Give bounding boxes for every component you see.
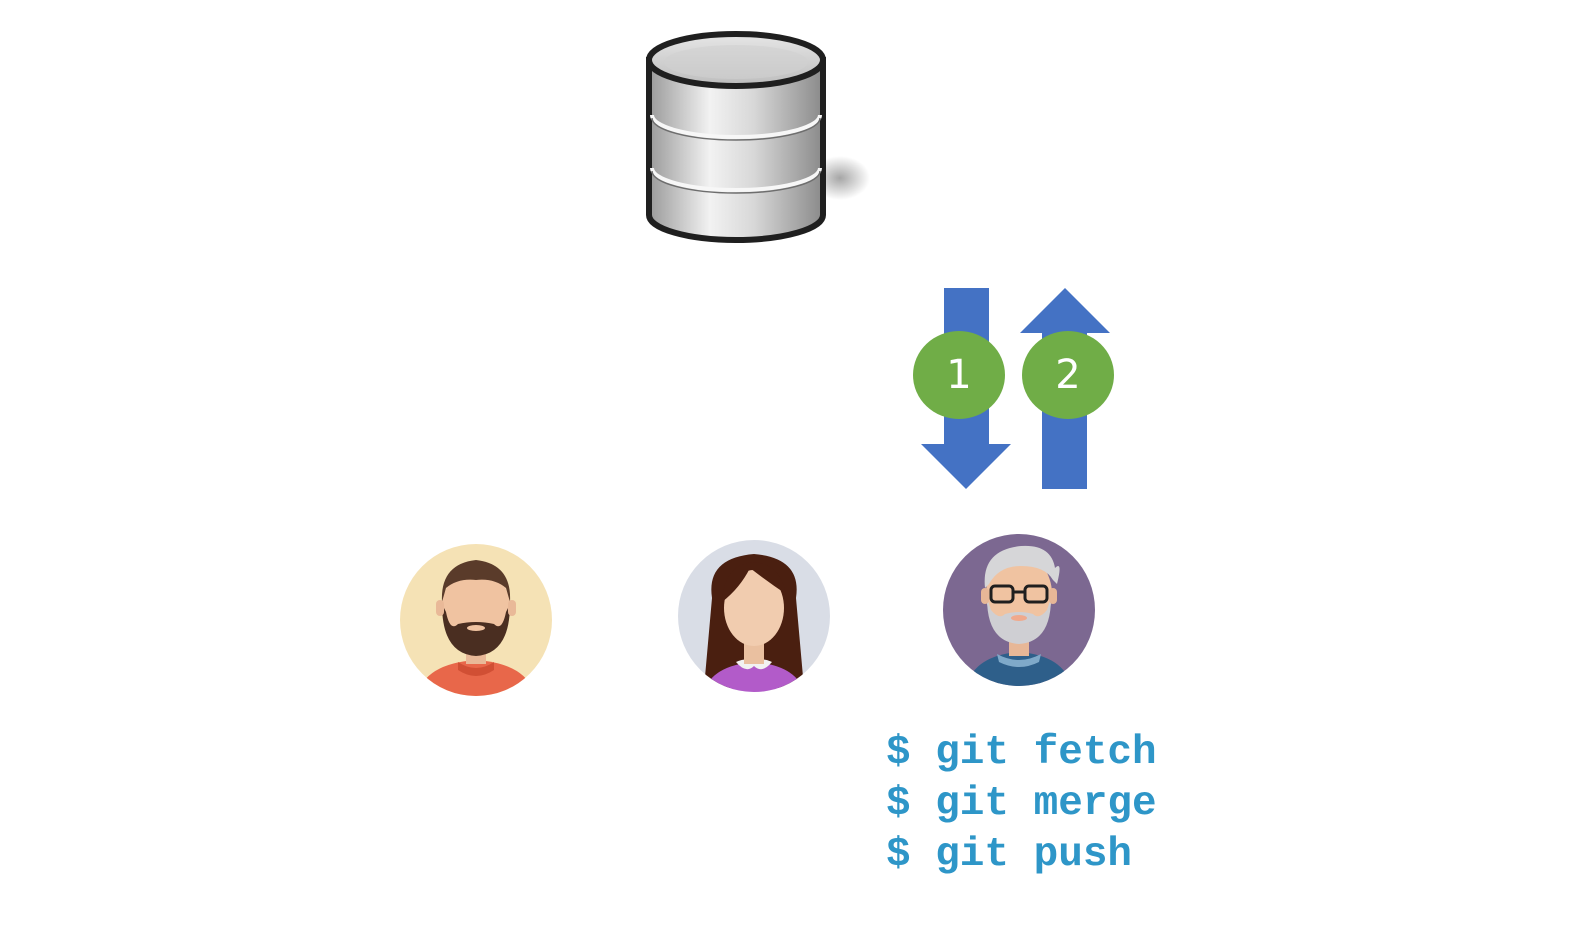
older-man-avatar [943, 534, 1095, 686]
step-badge-2: 2 [1022, 331, 1114, 419]
database-icon [646, 31, 870, 243]
command-fetch: $ git fetch [886, 730, 1157, 776]
woman-avatar [678, 540, 830, 692]
step-badge-1: 1 [913, 331, 1005, 419]
command-push: $ git push [886, 832, 1133, 878]
bearded-man-avatar [400, 544, 552, 696]
command-merge: $ git merge [886, 781, 1157, 827]
git-commands: $ git fetch $ git merge $ git push [886, 728, 1157, 881]
